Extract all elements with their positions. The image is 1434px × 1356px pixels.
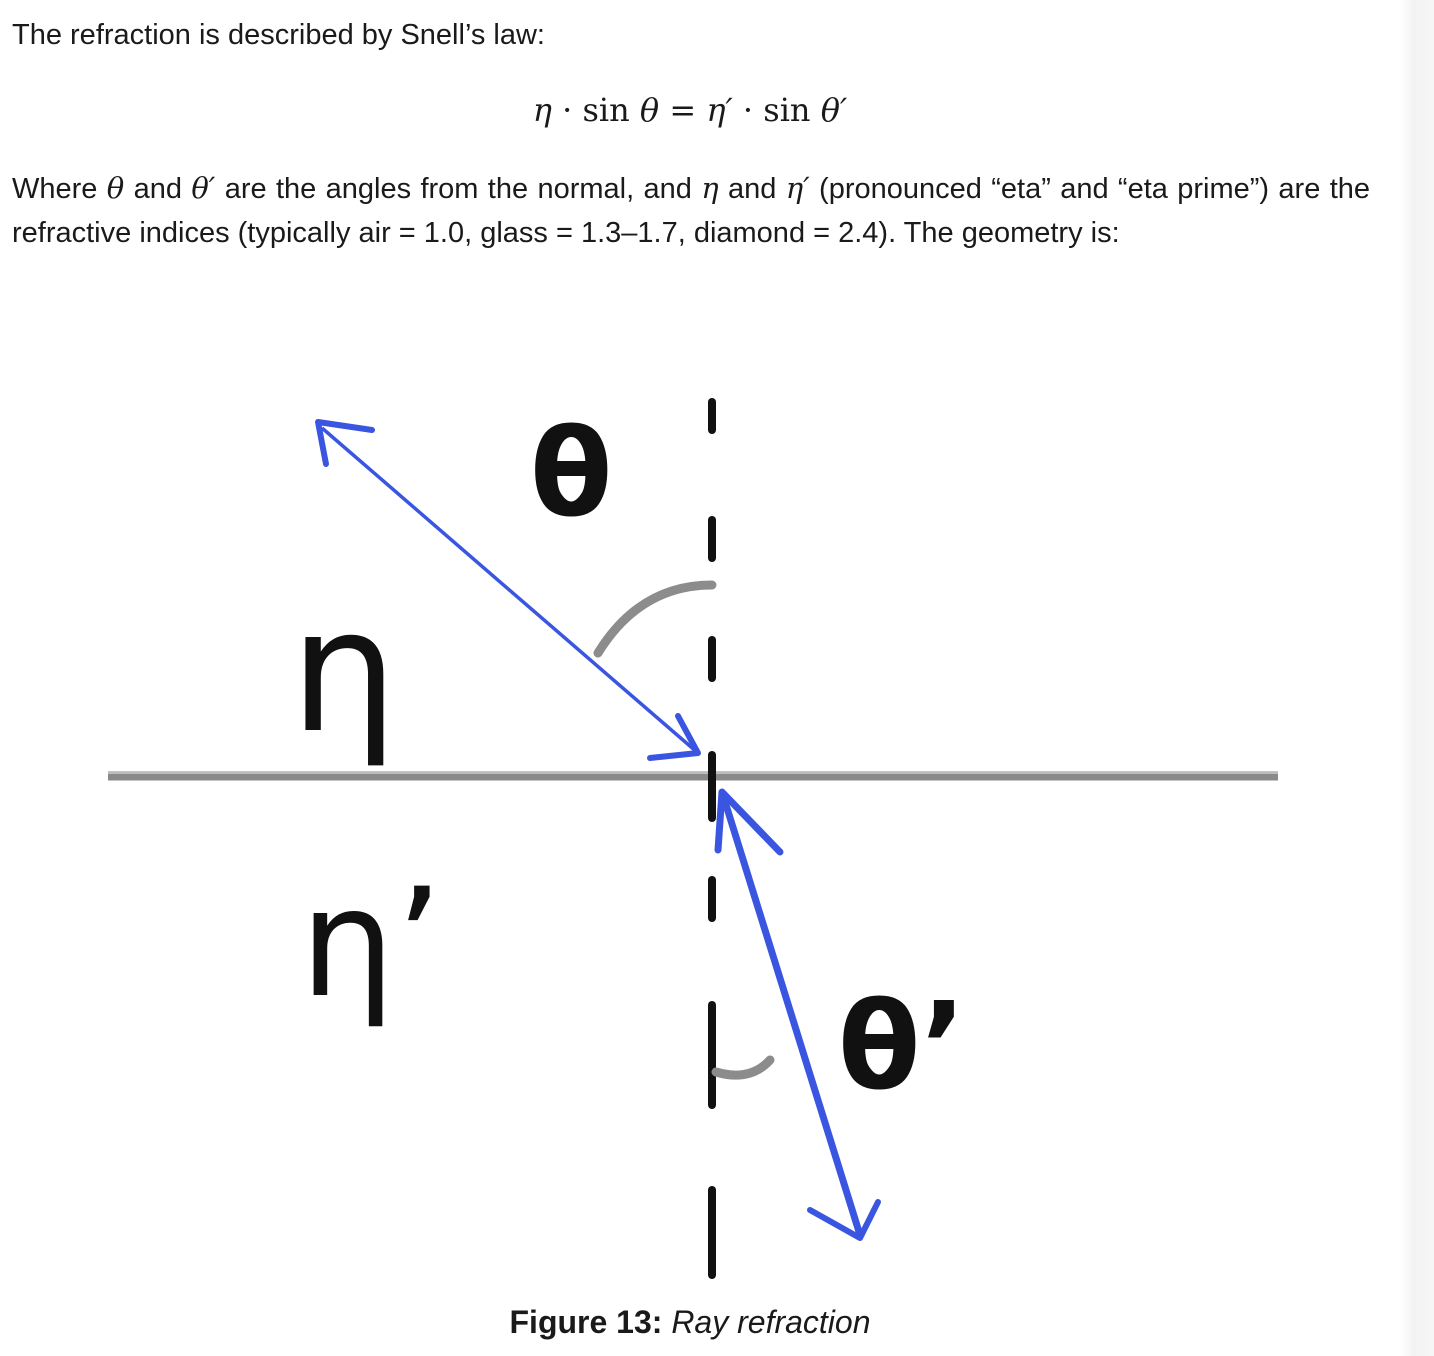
label-theta: θ	[530, 405, 612, 544]
para-theta-prime: θ′	[191, 171, 216, 205]
caption-text: Ray refraction	[671, 1304, 871, 1340]
incident-angle-arc	[593, 580, 717, 658]
caption-label: Figure 13:	[509, 1304, 663, 1340]
explanation-paragraph: Where θ and θ′ are the angles from the n…	[12, 166, 1370, 255]
refracted-ray-arrowhead-bottom	[807, 1199, 881, 1241]
eq-sin-1: sin	[582, 91, 640, 129]
eq-sin-2: sin	[763, 91, 821, 129]
incident-ray-arrowhead-top	[315, 419, 375, 467]
para-eta-prime: η′	[785, 171, 810, 205]
para-part-3: are the angles from the normal, and	[215, 173, 702, 205]
eq-dot-2: ·	[732, 91, 764, 129]
eq-eta: η	[532, 91, 552, 129]
eq-theta-prime: θ′	[820, 91, 848, 129]
para-part-2: and	[124, 173, 192, 205]
label-eta-prime: η’	[300, 857, 443, 1031]
para-part-4: and	[718, 173, 786, 205]
refraction-diagram: η η’ θ θ’	[108, 398, 1278, 1279]
refracted-angle-arc	[711, 1055, 775, 1080]
scrollbar-track[interactable]	[1400, 0, 1434, 1356]
eq-theta: θ	[639, 91, 660, 129]
refracted-ray-arrowhead-top	[714, 788, 784, 856]
eq-equals: =	[659, 91, 707, 129]
intro-text: The refraction is described by Snell’s l…	[12, 19, 545, 51]
label-theta-prime: θ’	[838, 978, 966, 1117]
para-part-1: Where	[12, 173, 107, 205]
para-eta: η	[701, 171, 719, 205]
incident-ray	[320, 426, 700, 755]
label-eta: η	[290, 573, 398, 771]
eq-dot-1: ·	[551, 91, 583, 129]
incident-ray-arrowhead-bottom	[647, 713, 701, 761]
snell-equation: η · sin θ = η′ · sin θ′	[0, 88, 1380, 132]
refracted-ray	[718, 790, 864, 1237]
eq-eta-prime: η′	[706, 91, 733, 129]
para-part-5: (pronounced “eta” and “eta prime”) are t…	[12, 173, 1371, 249]
para-theta: θ	[106, 171, 125, 205]
figure-caption: Figure 13: Ray refraction	[0, 1300, 1380, 1344]
